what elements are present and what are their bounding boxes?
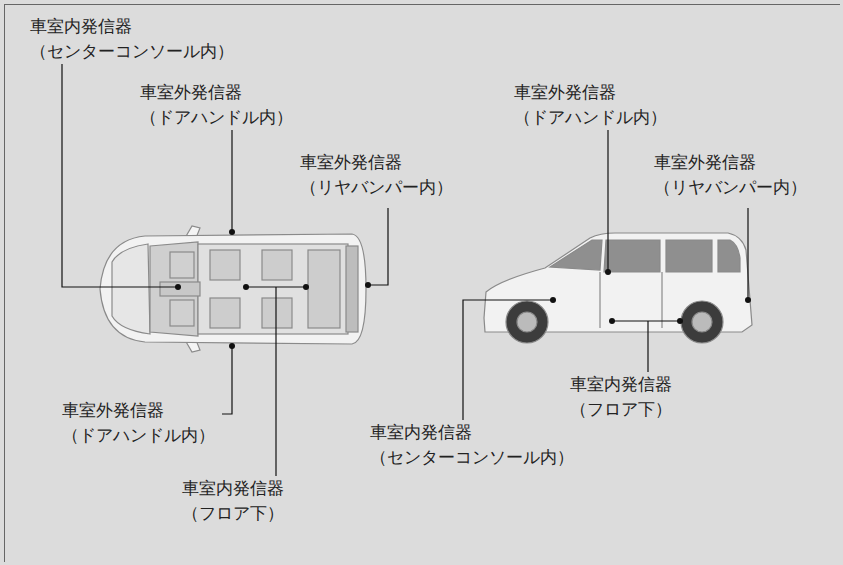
leader-line — [368, 208, 388, 285]
seat — [262, 250, 292, 280]
leader-line — [222, 346, 232, 414]
seat — [170, 252, 194, 278]
callout-label: 車室内発信器 （フロア下） — [182, 476, 284, 526]
leader-dot — [229, 229, 235, 235]
leader-line — [647, 321, 648, 372]
windshield — [550, 240, 602, 270]
leader-dot — [745, 297, 751, 303]
seat — [308, 250, 340, 328]
leader-dot — [677, 318, 683, 324]
leader-dot — [365, 282, 371, 288]
console — [160, 282, 200, 296]
leader-line — [463, 300, 553, 420]
cabin — [198, 244, 348, 334]
callout-label: 車室外発信器 （ドアハンドル内） — [514, 80, 667, 130]
side-window — [604, 240, 660, 272]
wheel — [506, 301, 548, 343]
car-top-view — [100, 226, 366, 352]
callout-label: 車室外発信器 （リヤバンパー内） — [300, 150, 453, 200]
leader-dot — [243, 284, 249, 290]
car-side-view — [484, 233, 752, 343]
leader-line — [747, 208, 748, 300]
callout-label: 車室内発信器 （フロア下） — [570, 372, 672, 422]
hood — [112, 244, 150, 334]
leader-dot — [175, 284, 181, 290]
leader-line — [607, 130, 608, 272]
car-body — [100, 234, 366, 344]
door-line — [661, 272, 662, 328]
leader-dot — [229, 343, 235, 349]
wheel-hub — [692, 312, 712, 332]
callout-label: 車室内発信器 （センターコンソール内） — [30, 14, 234, 64]
leader-line — [275, 287, 276, 476]
leader-line — [612, 320, 680, 321]
wheel — [681, 301, 723, 343]
seat — [262, 298, 292, 328]
door-line — [599, 272, 600, 328]
leader-line — [231, 130, 232, 232]
wheel-hub — [517, 312, 537, 332]
callout-label: 車室外発信器 （ドアハンドル内） — [62, 398, 215, 448]
callout-label: 車室外発信器 （リヤバンパー内） — [654, 150, 807, 200]
leader-dot — [550, 297, 556, 303]
side-window — [666, 240, 712, 272]
leader-dot — [609, 318, 615, 324]
rear-window — [346, 246, 358, 332]
seat — [210, 250, 240, 280]
rear-window — [718, 240, 740, 272]
seat — [170, 300, 194, 326]
callout-label: 車室外発信器 （ドアハンドル内） — [140, 80, 293, 130]
leader-lines — [62, 64, 748, 476]
seat — [210, 298, 240, 328]
leader-dot — [303, 284, 309, 290]
callout-label: 車室内発信器 （センターコンソール内） — [370, 420, 574, 470]
leader-dots — [175, 229, 751, 349]
leader-dot — [605, 269, 611, 275]
